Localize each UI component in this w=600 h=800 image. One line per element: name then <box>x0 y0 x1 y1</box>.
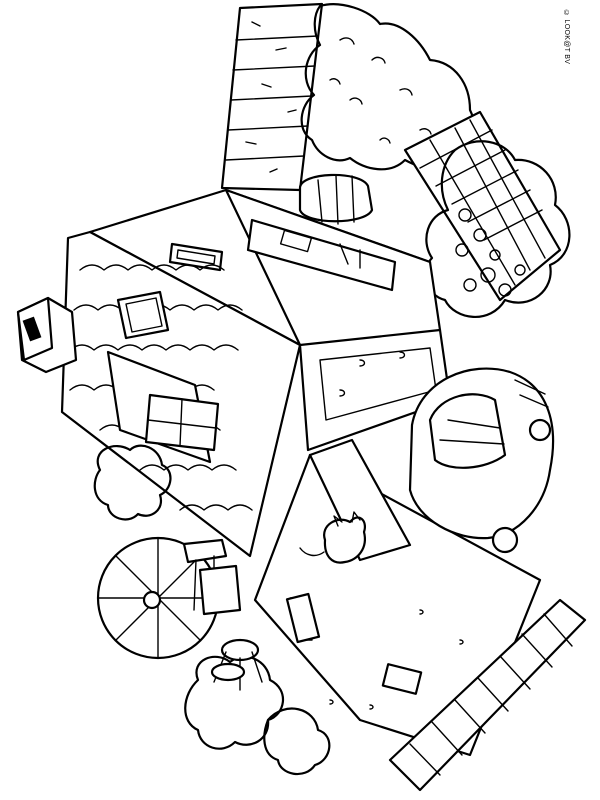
copyright-credit: © LOOK@T BV <box>563 10 570 65</box>
roof <box>60 230 302 558</box>
plank-fence <box>220 2 324 192</box>
chimney <box>16 296 78 374</box>
shrubs <box>93 444 331 776</box>
cat <box>299 511 366 564</box>
picket-fence <box>388 598 587 792</box>
car <box>408 367 555 554</box>
parasol <box>96 536 220 660</box>
tree-crown <box>300 3 476 171</box>
barrel <box>298 173 374 225</box>
garden-stool <box>210 638 263 691</box>
house-body <box>88 188 442 382</box>
flower-bush <box>424 140 571 318</box>
garden-chair <box>182 538 242 616</box>
